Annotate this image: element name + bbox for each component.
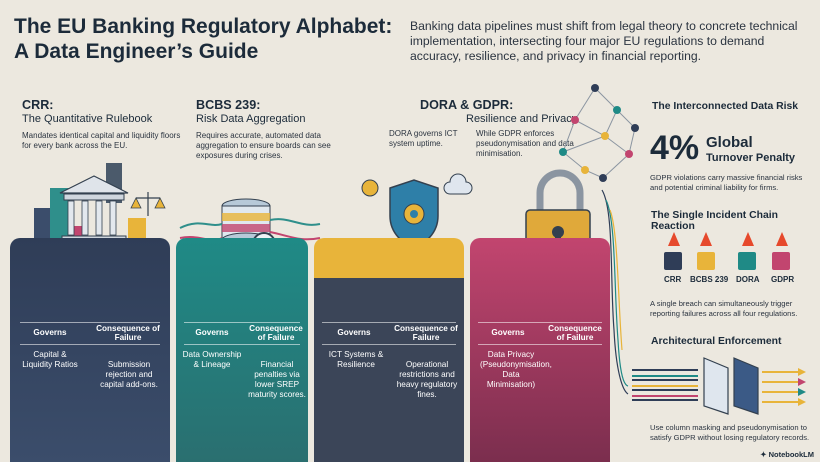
- title-line-2: A Data Engineer’s Guide: [14, 40, 259, 63]
- network-graph-icon: [559, 84, 639, 182]
- bcbs-consequence-label: Consequence of Failure: [249, 324, 303, 342]
- dora-description: DORA governs ICT system uptime.: [389, 129, 458, 148]
- flame-icon: [700, 232, 712, 246]
- bcbs-section-header: BCBS 239: Risk Data Aggregation Requires…: [196, 98, 356, 161]
- brand-logo-icon: ✦: [760, 450, 769, 459]
- crr-consequence-label: Consequence of Failure: [96, 324, 160, 342]
- title-line-1: The EU Banking Regulatory Alphabet:: [14, 15, 393, 38]
- bcbs-subheading: Risk Data Aggregation: [196, 113, 306, 125]
- chain-label-dora: DORA: [736, 275, 760, 284]
- gdpr-cube-icon: [772, 252, 790, 270]
- connector-lines: [601, 189, 629, 395]
- gdpr-governs-label: Governs: [491, 328, 525, 337]
- gdpr-governs-value: Data Privacy (Pseudonymisation, Data Min…: [480, 350, 552, 389]
- risk-heading: The Interconnected Data Risk: [652, 101, 799, 112]
- bcbs-column: Governs Consequence of Failure Data Owne…: [176, 238, 308, 462]
- bcbs-consequence-value: Financial penalties via lower SREP matur…: [248, 360, 306, 399]
- chain-label-gdpr: GDPR: [771, 275, 795, 284]
- masking-filter-icon: [632, 357, 806, 415]
- dora-governs-value: ICT Systems & Resilience: [328, 350, 384, 369]
- chain-label-bcbs: BCBS 239: [690, 275, 729, 284]
- gdpr-column: Governs Consequence of Failure Data Priv…: [470, 238, 610, 462]
- flame-icon: [742, 232, 754, 246]
- intro-text: Banking data pipelines must shift from l…: [410, 19, 798, 63]
- page-title: The EU Banking Regulatory Alphabet: A Da…: [14, 14, 394, 64]
- flame-icon: [776, 232, 788, 246]
- stat-value: 4%: [650, 129, 700, 167]
- chain-text: A single breach can simultaneously trigg…: [650, 299, 798, 318]
- dora-governs-label: Governs: [337, 328, 371, 337]
- gdpr-consequence-label: Consequence of Failure: [548, 324, 602, 342]
- chain-heading: The Single Incident Chain Reaction: [651, 210, 779, 232]
- dora-consequence-value: Operational restrictions and heavy regul…: [396, 360, 458, 399]
- bcbs-governs-label: Governs: [195, 328, 229, 337]
- gdpr-description: While GDPR enforces pseudonymisation and…: [476, 129, 574, 158]
- crr-column: Governs Consequence of Failure Capital &…: [10, 238, 170, 462]
- dora-gdpr-section-header: DORA & GDPR: Resilience and Privacy: [420, 98, 620, 126]
- stat-label-line2: Turnover Penalty: [706, 152, 796, 164]
- dora-cube-icon: [738, 252, 756, 270]
- dora-heading: DORA & GDPR:: [420, 98, 514, 112]
- brand-name: NotebookLM: [768, 450, 814, 459]
- crr-governs-value: Capital & Liquidity Ratios: [22, 350, 78, 369]
- crr-cube-icon: [664, 252, 682, 270]
- stat-text: GDPR violations carry massive financial …: [650, 173, 803, 192]
- bcbs-description: Requires accurate, automated data aggreg…: [196, 131, 331, 160]
- chain-label-crr: CRR: [664, 275, 682, 284]
- arch-text: Use column masking and pseudonymisation …: [650, 423, 810, 442]
- dora-column: Governs Consequence of Failure ICT Syste…: [314, 238, 464, 462]
- crr-section-header: CRR: The Quantitative Rulebook Mandates …: [22, 98, 182, 151]
- crr-description: Mandates identical capital and liquidity…: [22, 131, 181, 150]
- crr-consequence-value: Submission rejection and capital add-ons…: [100, 360, 158, 389]
- dora-consequence-label: Consequence of Failure: [394, 324, 458, 342]
- dora-subheading: Resilience and Privacy: [466, 113, 578, 125]
- crr-subheading: The Quantitative Rulebook: [22, 113, 153, 125]
- flame-icon: [668, 232, 680, 246]
- bcbs-cube-icon: [697, 252, 715, 270]
- crr-governs-label: Governs: [33, 328, 67, 337]
- crr-heading: CRR:: [22, 98, 54, 112]
- arch-heading: Architectural Enforcement: [651, 336, 782, 347]
- bcbs-heading: BCBS 239:: [196, 98, 261, 112]
- stat-label-line1: Global: [706, 134, 753, 151]
- bcbs-governs-value: Data Ownership & Lineage: [182, 350, 242, 369]
- shield-gear-icon: [361, 173, 473, 253]
- footer-brand: ✦ NotebookLM: [760, 450, 814, 459]
